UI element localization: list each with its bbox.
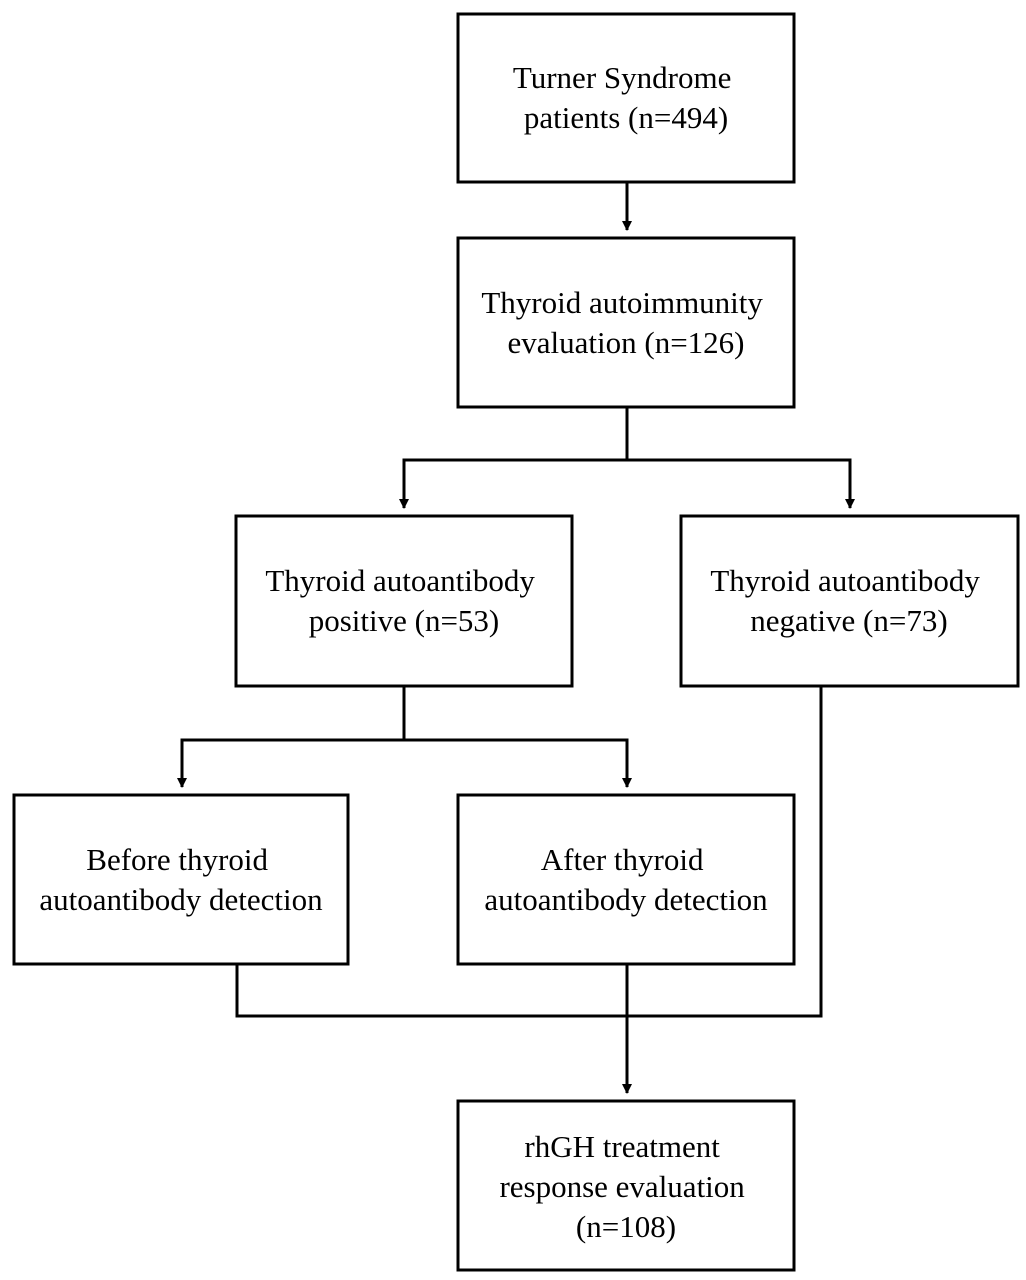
node-line: negative (n=73) bbox=[750, 603, 947, 638]
node-line: Thyroid autoantibody bbox=[265, 563, 535, 598]
node-line: positive (n=53) bbox=[309, 603, 500, 638]
edge-evaluation-to-negative bbox=[627, 458, 855, 509]
node-line: response evaluation bbox=[499, 1169, 745, 1204]
node-line: Before thyroid bbox=[86, 842, 268, 877]
node-after: After thyroid autoantibody detection bbox=[456, 793, 796, 966]
node-patients: Turner Syndrome patients (n=494) bbox=[456, 12, 796, 184]
node-negative: Thyroid autoantibody negative (n=73) bbox=[679, 514, 1020, 688]
node-response-text: rhGH treatment response evaluation (n=10… bbox=[499, 1129, 752, 1244]
edge-positive-to-before bbox=[177, 686, 406, 788]
node-evaluation: Thyroid autoimmunity evaluation (n=126) bbox=[456, 236, 796, 409]
edge-positive-to-after bbox=[404, 738, 632, 788]
node-evaluation-text: Thyroid autoimmunity evaluation (n=126) bbox=[481, 285, 770, 360]
connectors bbox=[177, 182, 855, 1094]
node-line: patients (n=494) bbox=[524, 100, 728, 135]
node-after-text: After thyroid autoantibody detection bbox=[484, 842, 768, 917]
node-before-text: Before thyroid autoantibody detection bbox=[39, 842, 323, 917]
node-line: autoantibody detection bbox=[39, 882, 323, 917]
edge-negative-to-merge bbox=[627, 686, 823, 1018]
node-positive: Thyroid autoantibody positive (n=53) bbox=[234, 514, 574, 688]
node-line: (n=108) bbox=[576, 1209, 676, 1244]
node-negative-text: Thyroid autoantibody negative (n=73) bbox=[710, 563, 987, 638]
node-line: Turner Syndrome bbox=[513, 60, 731, 95]
node-line: autoantibody detection bbox=[484, 882, 768, 917]
edge-evaluation-to-positive bbox=[399, 407, 629, 509]
node-line: rhGH treatment bbox=[524, 1129, 720, 1164]
edge-before-to-merge bbox=[235, 964, 627, 1018]
node-line: Thyroid autoimmunity bbox=[481, 285, 763, 320]
node-line: Thyroid autoantibody bbox=[710, 563, 980, 598]
node-patients-text: Turner Syndrome patients (n=494) bbox=[513, 60, 739, 135]
node-response: rhGH treatment response evaluation (n=10… bbox=[456, 1099, 796, 1272]
node-line: After thyroid bbox=[541, 842, 704, 877]
node-before: Before thyroid autoantibody detection bbox=[12, 793, 350, 966]
node-positive-text: Thyroid autoantibody positive (n=53) bbox=[265, 563, 542, 638]
node-line: evaluation (n=126) bbox=[508, 325, 745, 360]
